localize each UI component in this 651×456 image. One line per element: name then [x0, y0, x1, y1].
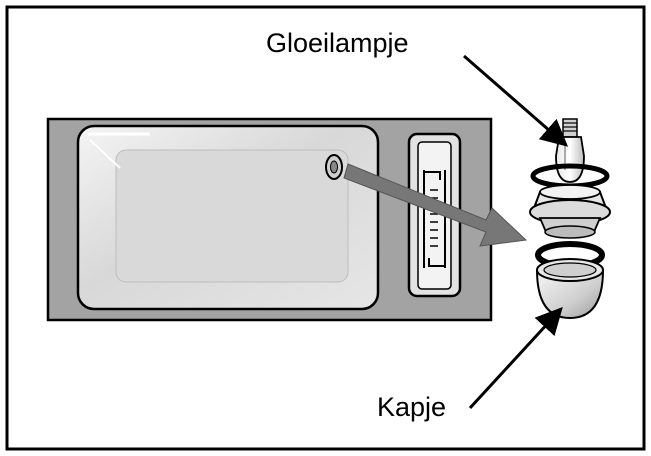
bulb-label: Gloeilampje [266, 28, 409, 58]
oven-window-inner [115, 149, 349, 283]
bulb-pointer-line [463, 54, 569, 147]
cap-pointer-line [468, 307, 563, 410]
lamp-holder [529, 184, 611, 239]
lamp-assembly [529, 118, 611, 320]
lamp-cover-icon [535, 258, 605, 320]
exploded-view-arrow [343, 163, 528, 247]
cap-label: Kapje [377, 392, 447, 422]
microwave-oven-icon [46, 117, 493, 322]
